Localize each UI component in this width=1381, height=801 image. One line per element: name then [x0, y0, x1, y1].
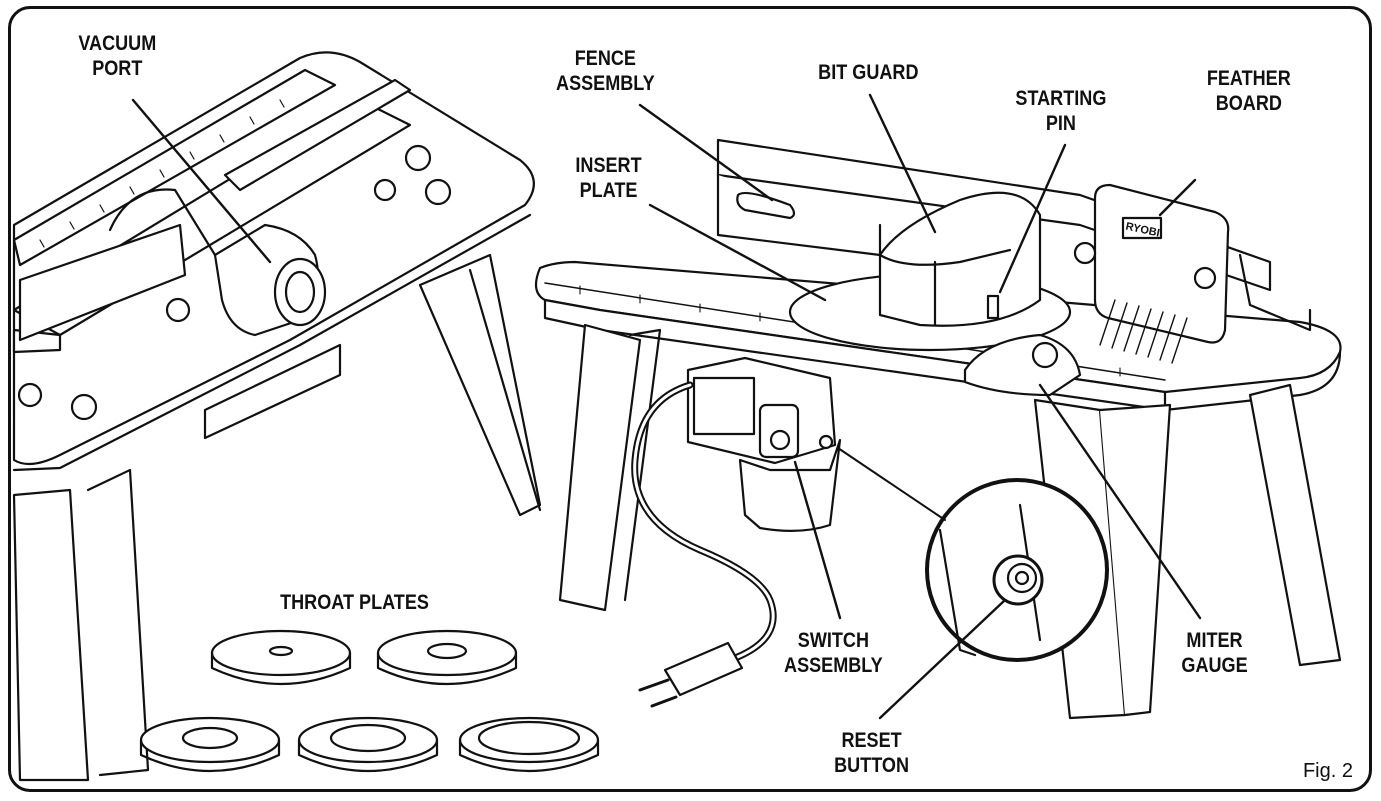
figure-caption: Fig. 2 [1302, 760, 1353, 782]
label-line: STARTING [1015, 87, 1107, 110]
label-line: FENCE [574, 47, 636, 70]
label-line: MITER [1186, 629, 1243, 652]
throat-plates-group [139, 629, 600, 773]
label-line: FEATHER [1206, 67, 1291, 90]
label-insert-plate: INSERT PLATE [575, 153, 641, 203]
label-line: PORT [92, 57, 143, 80]
label-line: VACUUM [78, 32, 157, 55]
label-throat-plates: THROAT PLATES [280, 590, 429, 615]
label-line: BOARD [1215, 92, 1282, 115]
label-line: PIN [1045, 112, 1076, 135]
label-miter-gauge: MITER GAUGE [1181, 628, 1247, 678]
label-reset-button: RESET BUTTON [834, 728, 909, 778]
label-feather-board: FEATHER BOARD [1207, 66, 1291, 116]
label-line: ASSEMBLY [556, 72, 655, 95]
label-starting-pin: STARTING PIN [1015, 86, 1106, 136]
label-line: GAUGE [1181, 654, 1248, 677]
label-line: ASSEMBLY [784, 654, 883, 677]
label-line: RESET [841, 729, 902, 752]
label-line: THROAT PLATES [280, 591, 429, 614]
label-vacuum-port: VACUUM PORT [78, 31, 156, 81]
label-line: BUTTON [834, 754, 910, 777]
front-view-table [534, 138, 1342, 720]
label-line: PLATE [579, 179, 638, 202]
label-bit-guard: BIT GUARD [818, 60, 918, 85]
rear-view-table [12, 51, 542, 782]
label-line: INSERT [575, 154, 642, 177]
label-line: BIT GUARD [818, 61, 919, 84]
label-switch-assembly: SWITCH ASSEMBLY [784, 628, 883, 678]
label-line: SWITCH [797, 629, 869, 652]
label-fence-assembly: FENCE ASSEMBLY [556, 46, 655, 96]
leader-lines [131, 93, 1202, 720]
